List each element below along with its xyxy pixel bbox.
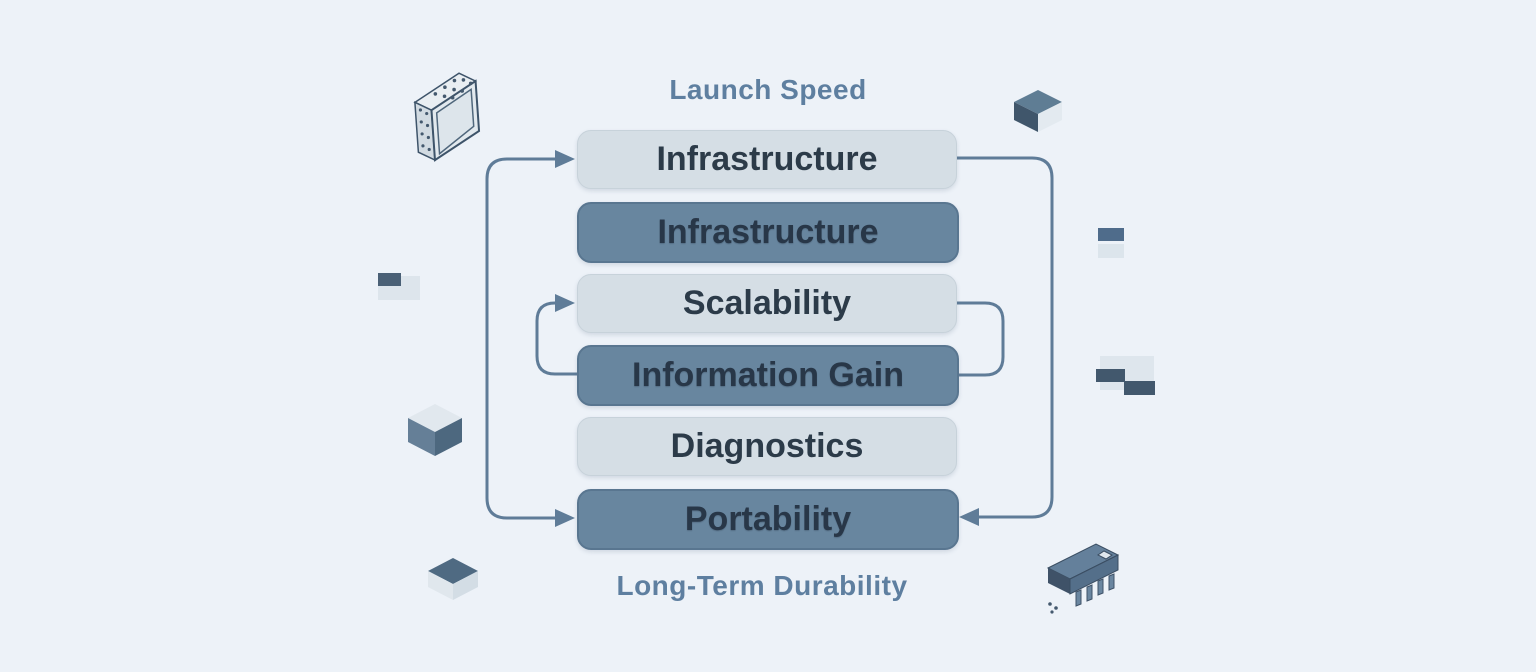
node-portability: Portability [577,489,959,550]
top-axis-label: Launch Speed [669,74,867,105]
cube-light-icon [408,404,462,456]
microchip-icon [1046,543,1120,614]
card-chip-left-icon [378,273,420,300]
arrowhead-into-scalability [555,294,575,312]
node-scalability: Scalability [577,274,957,333]
connector-left-inner [535,301,579,376]
bottom-axis-label: Long-Term Durability [616,570,908,601]
arrowhead-into-portability-left [555,509,575,527]
arrowhead-into-infrastructure [555,150,575,168]
cube-dark-icon [1014,90,1062,132]
card-stack-icon [1098,228,1124,258]
node-infrastructure-light: Infrastructure [577,130,957,189]
connector-right-inner [953,301,1005,377]
node-infrastructure-dark: Infrastructure [577,202,959,263]
card-two-chips-icon [1096,356,1155,395]
connector-left-outer [485,157,558,520]
server-module-icon [413,72,481,162]
connector-right-outer [953,156,1054,519]
slab-icon [428,558,478,600]
node-diagnostics: Diagnostics [577,417,957,476]
node-information-gain: Information Gain [577,345,959,406]
arrowhead-into-portability-right [959,508,979,526]
